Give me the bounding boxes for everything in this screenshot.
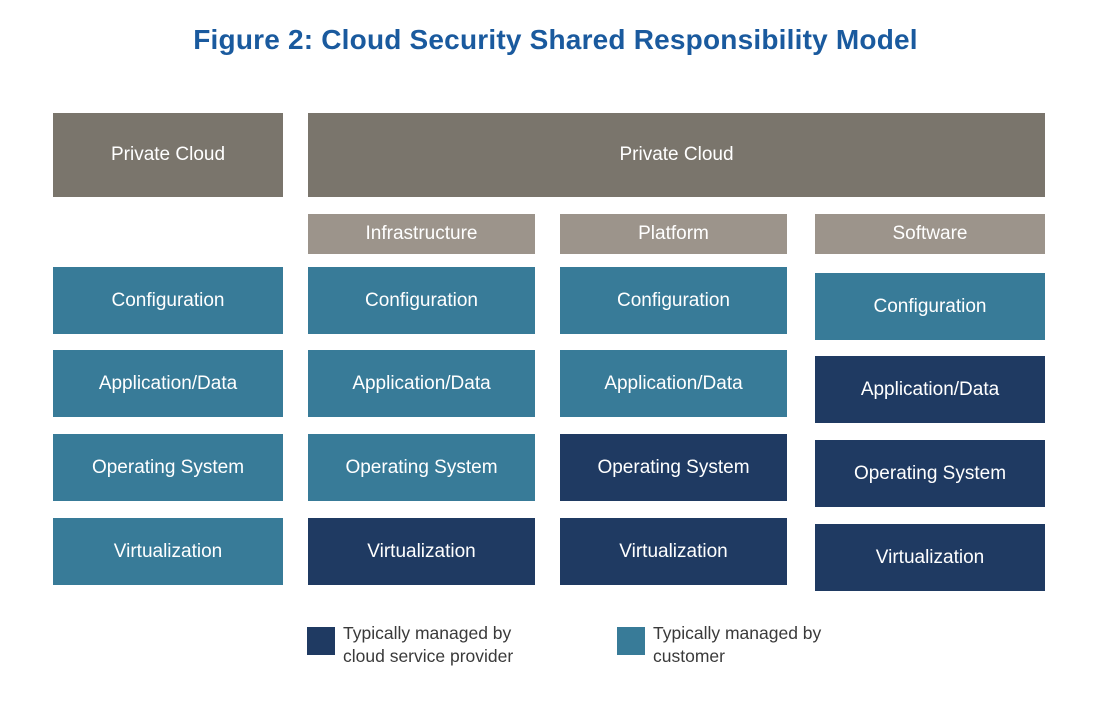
cell-platform-virtualization: Virtualization — [560, 518, 787, 585]
cell-platform-configuration: Configuration — [560, 267, 787, 334]
legend-label-customer: Typically managed by customer — [653, 623, 822, 666]
cell-private-cloud-configuration: Configuration — [53, 267, 283, 334]
cell-private-cloud-operating-system: Operating System — [53, 434, 283, 501]
legend-swatch-customer — [617, 627, 645, 655]
cell-infrastructure-virtualization: Virtualization — [308, 518, 535, 585]
cell-infrastructure-operating-system: Operating System — [308, 434, 535, 501]
cell-software-operating-system: Operating System — [815, 440, 1045, 507]
legend-item-provider: Typically managed by cloud service provi… — [307, 622, 555, 668]
figure-title: Figure 2: Cloud Security Shared Responsi… — [193, 24, 918, 55]
subheader-software: Software — [815, 214, 1045, 254]
header-private-cloud-right: Private Cloud — [308, 113, 1045, 197]
subheader-infrastructure: Infrastructure — [308, 214, 535, 254]
legend-swatch-provider — [307, 627, 335, 655]
legend: Typically managed by cloud service provi… — [307, 622, 865, 668]
legend-label-provider: Typically managed by cloud service provi… — [343, 623, 514, 666]
cell-software-virtualization: Virtualization — [815, 524, 1045, 591]
cell-private-cloud-application-data: Application/Data — [53, 350, 283, 417]
legend-item-customer: Typically managed by customer — [617, 622, 865, 668]
cell-software-configuration: Configuration — [815, 273, 1045, 340]
cell-platform-operating-system: Operating System — [560, 434, 787, 501]
header-private-cloud-left: Private Cloud — [53, 113, 283, 197]
cell-infrastructure-application-data: Application/Data — [308, 350, 535, 417]
subheader-platform: Platform — [560, 214, 787, 254]
cell-private-cloud-virtualization: Virtualization — [53, 518, 283, 585]
cell-platform-application-data: Application/Data — [560, 350, 787, 417]
cell-infrastructure-configuration: Configuration — [308, 267, 535, 334]
cell-software-application-data: Application/Data — [815, 356, 1045, 423]
